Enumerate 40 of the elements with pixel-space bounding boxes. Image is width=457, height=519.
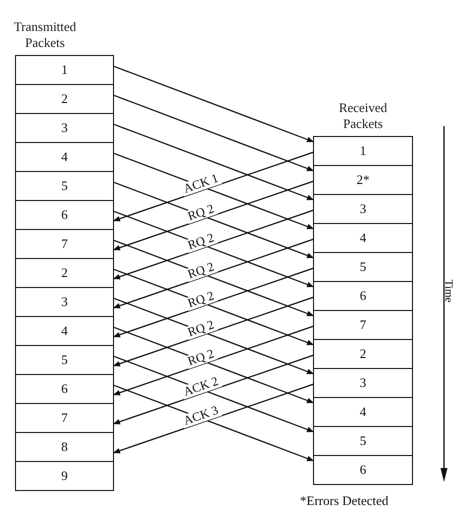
packet-cell: 2: [16, 258, 113, 287]
packet-cell: 6: [16, 374, 113, 403]
edge-label: RQ 2: [184, 260, 218, 282]
packet-cell: 6: [314, 281, 412, 310]
edge-label: RQ 2: [184, 230, 218, 252]
packet-cell: 3: [314, 194, 412, 223]
packet-cell: 3: [314, 368, 412, 397]
column-heading: Transmitted Packets: [12, 18, 78, 51]
packet-cell: 3: [16, 287, 113, 316]
packet-cell: 4: [16, 316, 113, 345]
edge-label: RQ 2: [184, 318, 218, 340]
arrow: [112, 123, 314, 201]
packet-cell: 7: [16, 229, 113, 258]
edge-label: RQ 2: [184, 288, 218, 310]
packet-cell: 4: [314, 223, 412, 252]
arrow: [112, 65, 314, 143]
packet-cell: 5: [16, 171, 113, 200]
footnote: *Errors Detected: [300, 493, 388, 509]
column-heading: Received Packets: [338, 100, 388, 132]
packet-cell: 2*: [314, 165, 412, 194]
packet-cell: 1: [314, 136, 412, 165]
packet-cell: 2: [16, 84, 113, 113]
packet-cell: 2: [314, 339, 412, 368]
packet-cell: 7: [16, 403, 113, 432]
packet-cell: 1: [16, 55, 113, 84]
packet-cell: 5: [314, 426, 412, 455]
packet-cell: 7: [314, 310, 412, 339]
axis-label: Time: [442, 280, 454, 302]
packet-cell: 8: [16, 432, 113, 461]
packet-cell: 3: [16, 113, 113, 142]
packet-cell: 4: [16, 142, 113, 171]
packet-cell: 6: [16, 200, 113, 229]
packet-cell: 4: [314, 397, 412, 426]
edge-label: RQ 2: [184, 202, 218, 224]
packet-cell: 9: [16, 461, 113, 490]
arrow: [112, 94, 314, 172]
edge-label: RQ 2: [184, 346, 218, 368]
packet-cell: 6: [314, 455, 412, 484]
packet-cell: 5: [16, 345, 113, 374]
packet-cell: 5: [314, 252, 412, 281]
